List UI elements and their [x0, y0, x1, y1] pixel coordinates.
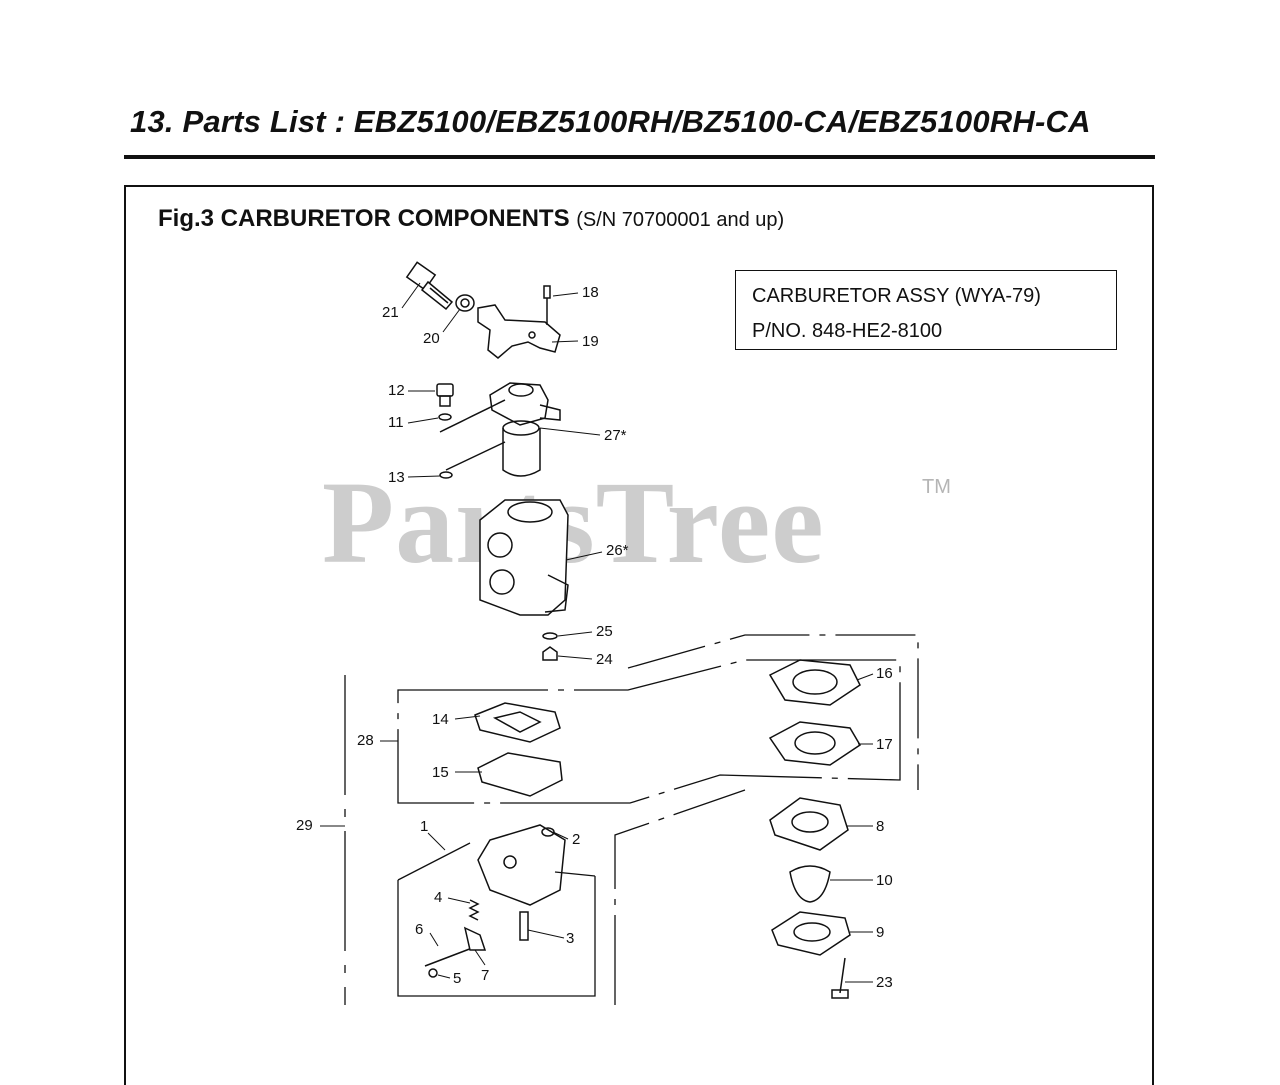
part-27-throttle-barrel	[489, 382, 561, 477]
part-15-plate	[477, 752, 563, 797]
callout-3: 3	[566, 930, 575, 947]
part-5-screw	[428, 968, 438, 978]
part-3-needle	[519, 911, 529, 941]
callout-29: 29	[296, 817, 313, 834]
watermark-trademark: TM	[922, 476, 951, 498]
callout-10: 10	[876, 872, 893, 889]
figure-title: Fig.3 CARBURETOR COMPONENTS (S/N 7070000…	[158, 205, 784, 233]
part-26-carb-body	[479, 499, 569, 616]
callout-21: 21	[382, 304, 399, 321]
part-4-spring	[468, 899, 480, 921]
callout-8: 8	[876, 818, 885, 835]
assembly-part-number: P/NO. 848-HE2-8100	[752, 320, 943, 342]
callout-28: 28	[357, 732, 374, 749]
assembly-info-box: CARBURETOR ASSY (WYA-79) P/NO. 848-HE2-8…	[735, 270, 1117, 350]
callout-9: 9	[876, 924, 885, 941]
part-11-washer	[438, 413, 452, 421]
part-19-bracket	[477, 304, 561, 359]
part-17-diaphragm	[768, 721, 862, 766]
assembly-name: CARBURETOR ASSY (WYA-79)	[752, 285, 1041, 307]
callout-25: 25	[596, 623, 613, 640]
callout-23: 23	[876, 974, 893, 991]
part-21-fitting	[405, 261, 454, 311]
part-18-screw	[543, 285, 551, 325]
part-25-oring	[542, 632, 558, 640]
callout-11: 11	[388, 414, 404, 431]
callout-6: 6	[415, 921, 424, 938]
callout-12: 12	[388, 382, 405, 399]
part-7-lever	[463, 926, 487, 951]
callout-18: 18	[582, 284, 599, 301]
figure-frame	[124, 185, 1154, 1085]
part-24-nut	[542, 646, 558, 661]
callout-27: 27*	[604, 427, 627, 444]
part-8-pump-cover	[769, 797, 849, 851]
page-title: 13. Parts List : EBZ5100/EBZ5100RH/BZ510…	[130, 104, 1091, 139]
callout-5: 5	[453, 970, 462, 987]
callout-14: 14	[432, 711, 449, 728]
exploded-parts-diagram	[320, 261, 919, 1005]
callout-24: 24	[596, 651, 613, 668]
figure-title-text: Fig.3 CARBURETOR COMPONENTS	[158, 205, 570, 232]
callout-16: 16	[876, 665, 893, 682]
callout-1: 1	[420, 818, 429, 835]
callout-17: 17	[876, 736, 893, 753]
callout-19: 19	[582, 333, 599, 350]
title-rule	[124, 155, 1155, 159]
figure-subtitle: (S/N 70700001 and up)	[576, 209, 785, 231]
callout-2: 2	[572, 831, 581, 848]
callout-4: 4	[434, 889, 443, 906]
part-23-screw	[831, 957, 849, 999]
part-14-gasket	[474, 702, 561, 743]
part-13-clip	[439, 471, 453, 479]
part-16-gasket	[768, 659, 861, 706]
callout-15: 15	[432, 764, 449, 781]
watermark-logo: PartsTree	[322, 457, 825, 588]
callout-20: 20	[423, 330, 440, 347]
part-12-plug	[436, 383, 454, 407]
callout-7: 7	[481, 967, 490, 984]
callout-13: 13	[388, 469, 405, 486]
part-10-primer	[789, 865, 831, 903]
part-1-carb-base	[477, 824, 566, 906]
part-20-nut	[455, 294, 475, 312]
callout-26: 26*	[606, 542, 629, 559]
part-9-plate	[771, 911, 851, 956]
